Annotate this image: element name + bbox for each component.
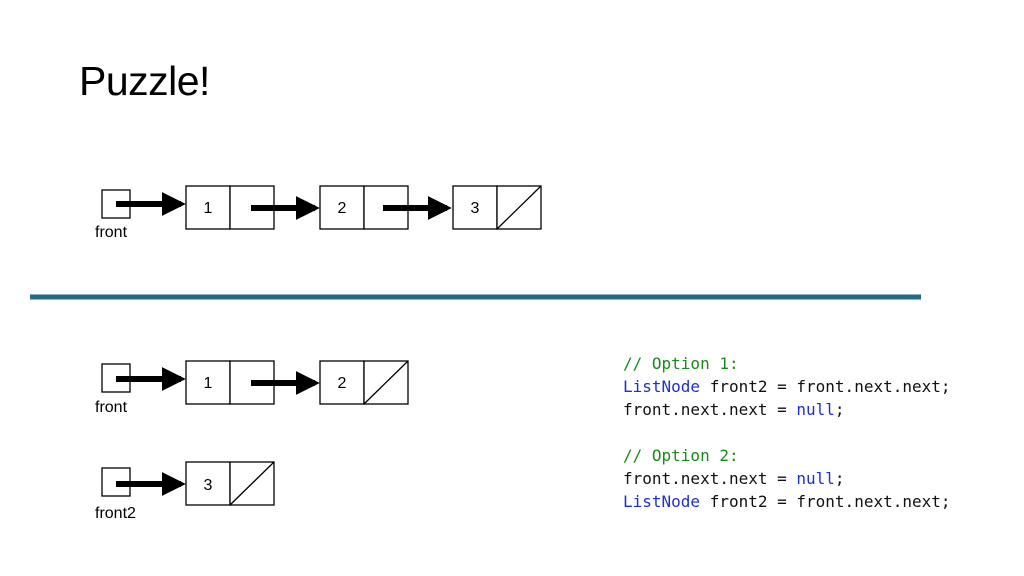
code-line [623, 421, 951, 444]
code-token-comment: // Option 1: [623, 354, 739, 373]
top-list: front 1 2 3 [95, 185, 542, 241]
front2-variable-label: front2 [95, 505, 136, 522]
code-token-plain: front2 = front.next.next; [700, 492, 951, 511]
null-slash [496, 185, 542, 230]
list-node: 3 [185, 461, 275, 506]
node-data-cell [452, 185, 498, 230]
list-node: 2 [319, 360, 409, 405]
node-value: 1 [204, 375, 213, 392]
code-token-plain: front2 = front.next.next; [700, 377, 951, 396]
null-slash [229, 461, 275, 506]
bottom-front-list: front 1 2 [95, 360, 409, 416]
bottom-front2-list: front2 3 [95, 461, 275, 522]
code-token-kw: null [796, 469, 835, 488]
list-node: 1 [185, 185, 320, 230]
front-variable-label: front [95, 224, 128, 241]
code-block: // Option 1: ListNode front2 = front.next… [623, 352, 951, 513]
node-value: 1 [204, 200, 213, 217]
code-token-plain: ; [834, 469, 845, 488]
node-value: 3 [204, 477, 213, 494]
code-line: front.next.next = null; [623, 398, 951, 421]
code-line: ListNode front2 = front.next.next; [623, 375, 951, 398]
code-line: ListNode front2 = front.next.next; [623, 490, 951, 513]
node-data-cell [319, 360, 365, 405]
null-slash [363, 360, 409, 405]
code-line: // Option 1: [623, 352, 951, 375]
front-variable-label: front [95, 399, 128, 416]
list-node: 3 [452, 185, 542, 230]
node-data-cell [185, 461, 231, 506]
node-data-cell [185, 185, 231, 230]
code-token-plain: ; [834, 400, 845, 419]
slide-title: Puzzle! [79, 58, 210, 104]
node-value: 3 [471, 200, 480, 217]
list-node: 2 [319, 185, 452, 230]
code-token-kw: null [796, 400, 835, 419]
code-line: // Option 2: [623, 444, 951, 467]
list-node: 1 [185, 360, 320, 405]
code-token-type: ListNode [623, 492, 701, 511]
code-token-plain: front.next.next = [623, 469, 797, 488]
node-value: 2 [338, 200, 347, 217]
node-value: 2 [338, 375, 347, 392]
code-token-plain: front.next.next = [623, 400, 797, 419]
code-token-type: ListNode [623, 377, 701, 396]
code-line: front.next.next = null; [623, 467, 951, 490]
node-data-cell [185, 360, 231, 405]
code-token-comment: // Option 2: [623, 446, 739, 465]
